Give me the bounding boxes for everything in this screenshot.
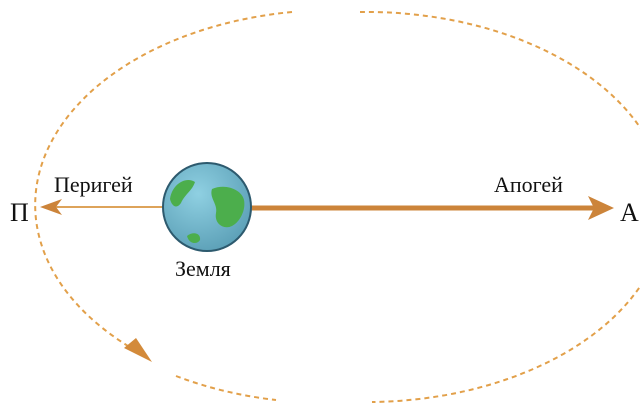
perigee-arrowhead <box>40 199 62 215</box>
apogee-point-label: А <box>620 198 639 227</box>
earth-globe-icon <box>162 162 252 252</box>
continent-shape <box>187 233 201 244</box>
perigee-label: Перигей <box>54 172 133 197</box>
continent-shape <box>170 179 195 207</box>
orbit-ellipse-bottom-arc <box>175 375 277 401</box>
earth-label: Земля <box>175 256 231 281</box>
orbit-direction-arrowhead <box>124 338 152 362</box>
perigee-point-label: П <box>10 198 29 227</box>
continent-shape <box>211 186 245 228</box>
apogee-label: Апогей <box>494 172 563 197</box>
orbit-ellipse-left-arc <box>34 11 293 347</box>
orbit-ellipse-right-arc <box>359 10 640 403</box>
apogee-arrowhead <box>588 196 614 220</box>
